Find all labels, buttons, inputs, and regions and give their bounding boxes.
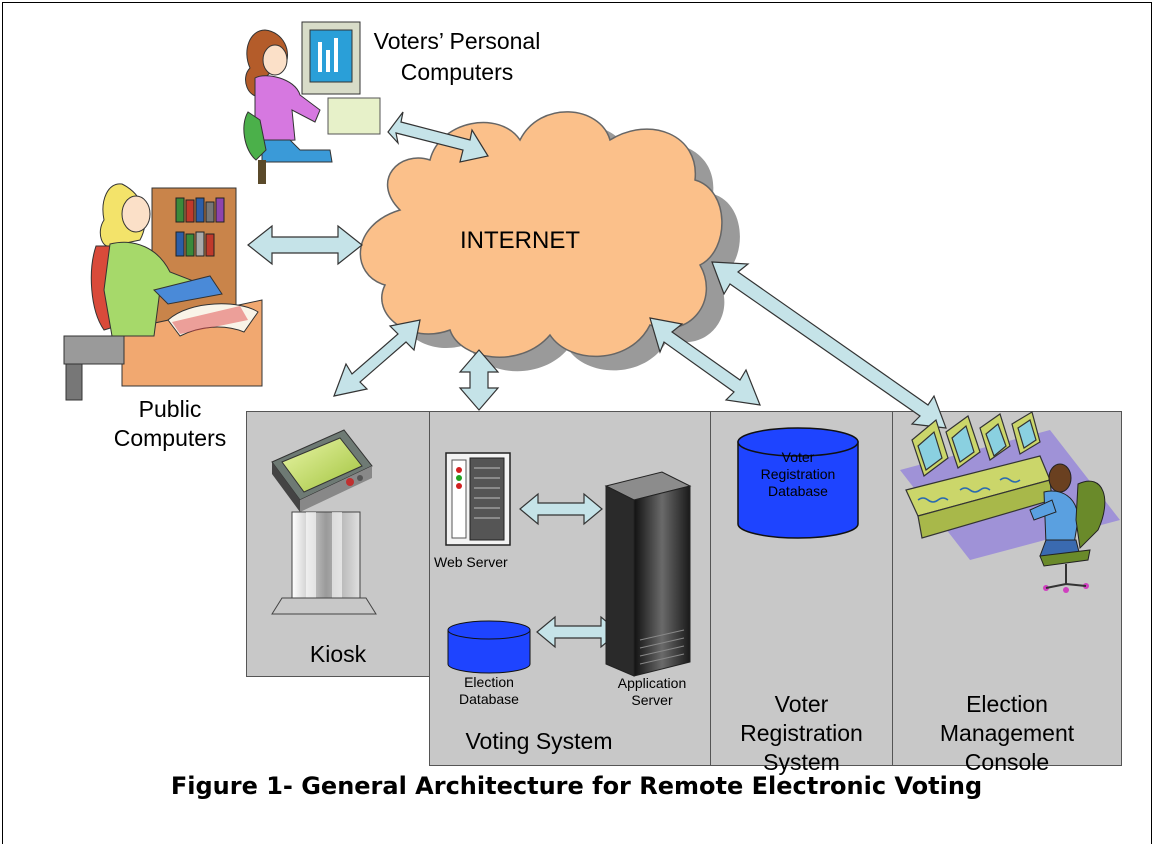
election-database-label-line1: Election: [464, 674, 514, 690]
internet-label: INTERNET: [460, 227, 580, 254]
voter-registration-db-label-line2: Registration: [760, 466, 836, 482]
application-server-icon: [604, 471, 692, 677]
arrow-public-internet: [247, 224, 363, 266]
election-management-label-line1: Election: [966, 691, 1048, 717]
voters-pc-label: Voters’ Personal Computers: [373, 28, 541, 85]
voter-registration-db-label-line3: Database: [768, 483, 828, 499]
application-server-label-line2: Server: [631, 692, 673, 708]
voter-registration-system-label-line2: Registration: [740, 720, 863, 746]
voter-registration-system-label-line3: System: [763, 749, 840, 775]
kiosk-icon: [271, 429, 377, 615]
election-database-label-line2: Database: [459, 691, 519, 707]
web-server-label: Web Server: [434, 554, 508, 570]
application-server-label-line1: Application: [617, 675, 687, 691]
voter-registration-system-label-line1: Voter: [774, 691, 829, 717]
public-pc-label-line1: Public: [138, 396, 202, 422]
public-pc-label-line2: Computers: [113, 425, 227, 451]
person-at-computer-icon: [243, 21, 381, 184]
voter-registration-db-label-line1: Voter: [781, 449, 815, 465]
arrow-kiosk-internet: [333, 319, 421, 397]
election-management-label-line2: Management: [939, 720, 1075, 746]
internet-cloud: [359, 111, 740, 372]
student-reading-icon: [63, 183, 263, 401]
voting-system-label: Voting System: [465, 728, 613, 754]
voter-registration-database-icon: [737, 427, 859, 539]
arrow-voterreg-internet: [649, 317, 761, 406]
figure-caption: Figure 1- General Architecture for Remot…: [170, 772, 983, 800]
arrow-voting-internet: [458, 349, 500, 411]
arrow-voters-internet: [387, 111, 489, 163]
kiosk-label: Kiosk: [309, 641, 367, 667]
arrow-web-app: [519, 492, 603, 526]
database-icon: [447, 620, 531, 674]
arrow-emc-internet: [711, 261, 947, 429]
election-management-label-line3: Console: [964, 749, 1050, 775]
web-server-icon: [445, 452, 511, 546]
control-room-operator-icon: [900, 411, 1120, 593]
